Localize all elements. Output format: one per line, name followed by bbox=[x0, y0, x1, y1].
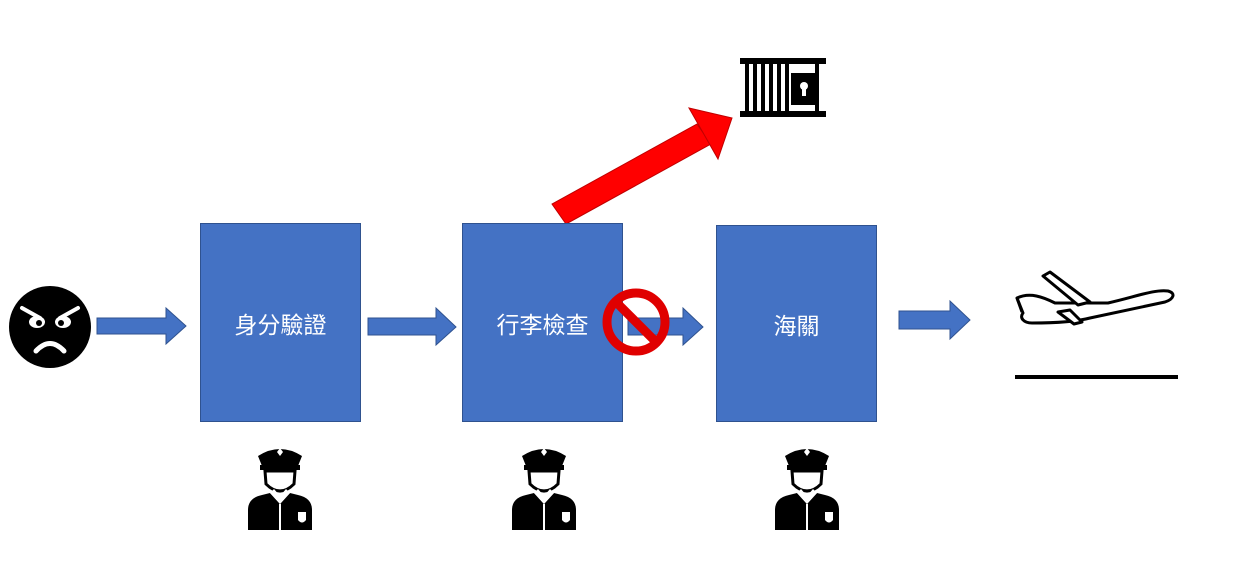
step-label: 身分驗證 bbox=[234, 312, 327, 339]
step-identity-verification: 身分驗證 bbox=[200, 223, 361, 422]
step-customs: 海關 bbox=[716, 225, 877, 422]
step-label: 行李檢查 bbox=[496, 312, 589, 339]
angry-face-icon bbox=[9, 286, 91, 368]
flow-arrow-2 bbox=[367, 306, 457, 347]
step-baggage-check: 行李檢查 bbox=[462, 223, 623, 422]
no-entry-icon bbox=[602, 288, 670, 356]
jail-icon bbox=[740, 58, 826, 117]
police-officer-icon bbox=[773, 446, 841, 532]
airplane-takeoff-icon bbox=[1015, 270, 1178, 379]
reject-arrow-shaft bbox=[551, 123, 712, 225]
police-officer-icon bbox=[510, 446, 578, 532]
police-officer-icon bbox=[246, 446, 314, 532]
reject-arrow bbox=[551, 107, 733, 225]
reject-arrow-head bbox=[688, 107, 733, 161]
flow-arrow-4 bbox=[898, 299, 971, 341]
step-label: 海關 bbox=[773, 313, 820, 340]
flow-arrow-1 bbox=[96, 306, 187, 346]
